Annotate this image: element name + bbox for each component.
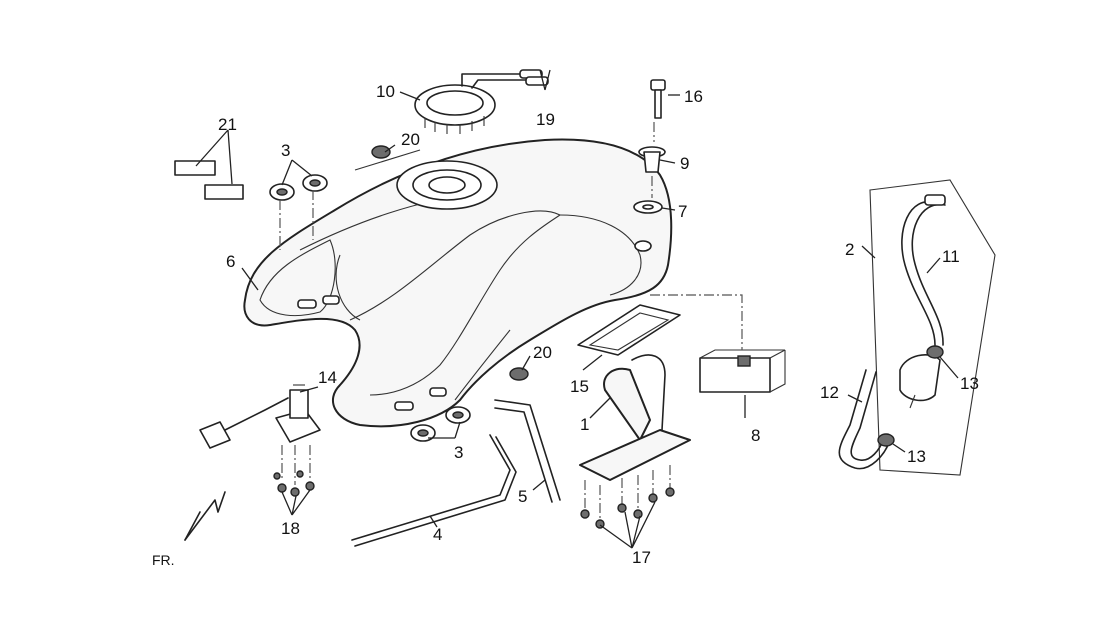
callout-20a: 20: [401, 130, 420, 149]
callout-3b: 3: [454, 443, 463, 462]
rubber-pad-top: [371, 145, 391, 159]
fuel-level-sender: [199, 384, 321, 449]
callout-leaders: [195, 69, 959, 549]
grommets-top: [269, 174, 328, 201]
callout-18: 18: [281, 519, 300, 538]
callout-13b: 13: [907, 447, 926, 466]
callout-9: 9: [680, 154, 689, 173]
fuel-hose-assembly-frame: [869, 179, 996, 476]
filler-cap-ring: [414, 84, 496, 134]
callout-16: 16: [684, 87, 703, 106]
callout-15: 15: [570, 377, 589, 396]
pump-screws: [580, 465, 675, 529]
return-hose: [838, 369, 891, 470]
callout-14: 14: [318, 368, 337, 387]
callout-20b: 20: [533, 343, 552, 362]
drain-hose: [351, 434, 517, 547]
callout-11: 11: [942, 247, 960, 266]
rubber-collar: [638, 146, 666, 173]
callout-6: 6: [226, 252, 235, 271]
mounting-bolt: [650, 79, 666, 119]
breather-tubes: [461, 69, 549, 89]
hose-clamps: [877, 345, 944, 447]
breather-hose: [494, 399, 561, 503]
callout-3a: 3: [281, 141, 290, 160]
callout-21: 21: [218, 115, 237, 134]
fuel-tank: [243, 138, 673, 428]
callout-5: 5: [518, 487, 527, 506]
callout-2: 2: [845, 240, 854, 259]
callout-19: 19: [536, 110, 555, 129]
callout-10: 10: [376, 82, 395, 101]
fuel-pump: [579, 354, 691, 481]
callout-8: 8: [751, 426, 760, 445]
callout-12: 12: [820, 383, 839, 402]
callout-17: 17: [632, 548, 651, 567]
labels-stickers: [174, 160, 244, 200]
fuel-filter-box: [699, 349, 786, 393]
grommets-bottom: [410, 406, 471, 442]
callout-13a: 13: [960, 374, 979, 393]
callout-7: 7: [678, 202, 687, 221]
front-direction-arrow: [184, 491, 226, 541]
fuel-pump-gasket: [577, 304, 681, 356]
rubber-pad-bottom: [509, 367, 529, 381]
callout-1: 1: [580, 415, 589, 434]
sender-screws: [273, 445, 315, 497]
callout-4: 4: [433, 525, 442, 544]
washer: [633, 200, 663, 214]
fuel-hose: [899, 194, 946, 409]
direction-label: FR.: [152, 552, 175, 568]
